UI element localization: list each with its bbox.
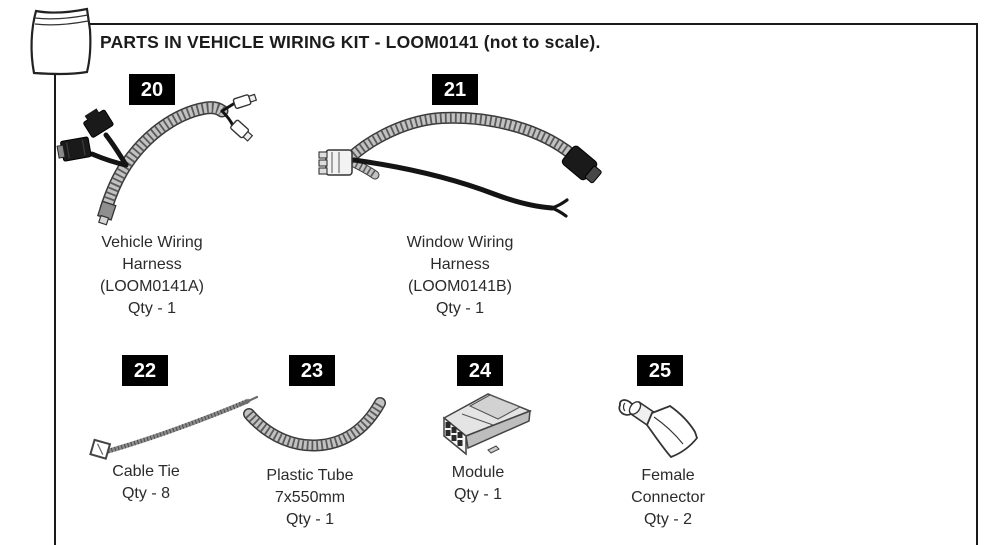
cable-tie-illustration xyxy=(89,395,259,460)
part-badge-22: 22 xyxy=(122,355,168,386)
part-badge-23: 23 xyxy=(289,355,335,386)
plastic-tube-illustration xyxy=(243,397,386,452)
part-number: 23 xyxy=(300,359,324,382)
small-connector-top xyxy=(232,93,258,110)
window-wiring-harness-illustration xyxy=(318,111,602,218)
cable-tie-head xyxy=(89,438,112,460)
part-label-22: Cable Tie Qty - 8 xyxy=(112,463,180,502)
part-label-20: Vehicle Wiring Harness (LOOM0141A) Qty -… xyxy=(99,234,205,317)
part-label-21: Window Wiring Harness (LOOM0141B) Qty - … xyxy=(406,234,514,317)
part-number: 25 xyxy=(648,359,672,382)
part-number: 21 xyxy=(443,78,467,101)
frame-border-left xyxy=(54,70,56,545)
part-number: 20 xyxy=(140,78,164,101)
parts-bag-icon xyxy=(30,7,92,76)
black-connector-right xyxy=(561,145,602,184)
part-number: 22 xyxy=(133,359,157,382)
part-badge-20: 20 xyxy=(129,74,175,105)
part-badge-24: 24 xyxy=(457,355,503,386)
vehicle-wiring-harness-illustration xyxy=(56,93,258,226)
small-connector-lower xyxy=(230,119,254,142)
module-illustration xyxy=(442,393,533,456)
harness-end-connector xyxy=(96,200,117,226)
frame-border-right xyxy=(976,23,978,545)
white-multipin-connector xyxy=(318,149,353,176)
part-badge-21: 21 xyxy=(432,74,478,105)
part-label-24: Module Qty - 1 xyxy=(451,464,505,503)
part-label-25: Female Connector Qty - 2 xyxy=(631,467,705,528)
part-label-23: Plastic Tube 7x550mm Qty - 1 xyxy=(266,467,354,528)
part-number: 24 xyxy=(468,359,492,382)
module-pins xyxy=(445,422,463,446)
page-title: PARTS IN VEHICLE WIRING KIT - LOOM0141 (… xyxy=(100,32,601,52)
part-badge-25: 25 xyxy=(637,355,683,386)
frame-border-top xyxy=(88,23,978,25)
black-connector-left xyxy=(56,136,92,162)
black-connector-upper xyxy=(83,108,114,138)
female-connector-illustration xyxy=(618,399,699,459)
